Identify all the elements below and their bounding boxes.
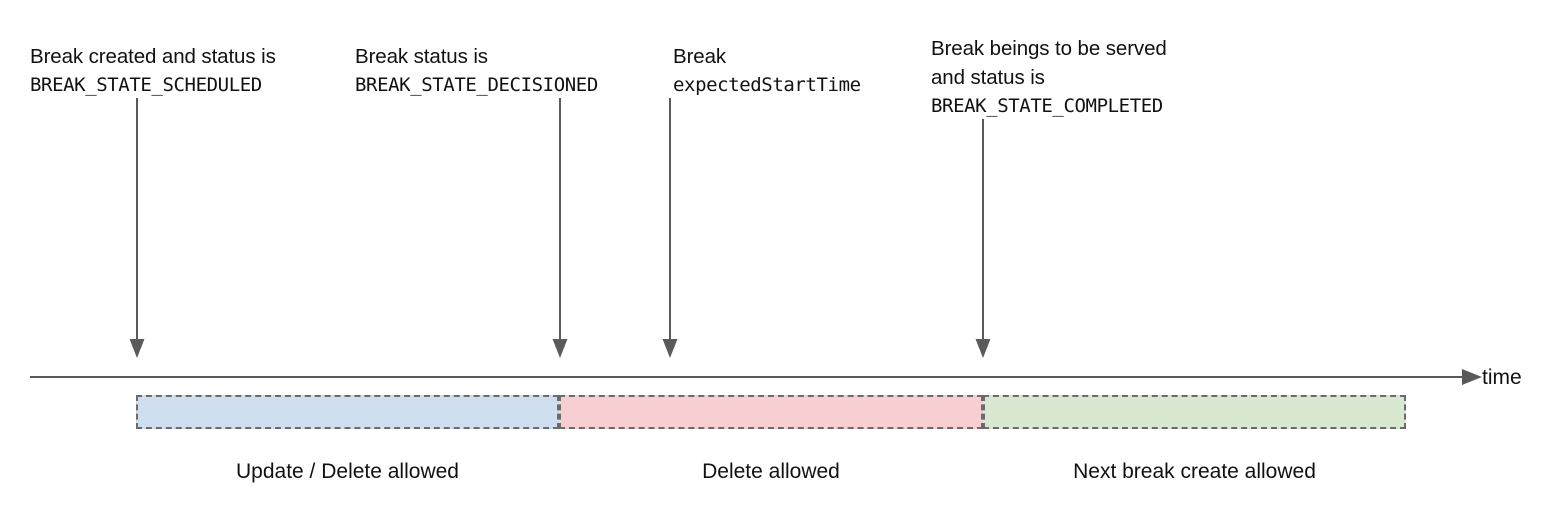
- annotation-line: BREAK_STATE_SCHEDULED: [30, 74, 262, 96]
- annotation-line: Break: [673, 45, 727, 68]
- phase-bar-update-delete: [136, 395, 559, 429]
- marker-completed-arrow-down-icon: [974, 119, 992, 358]
- time-axis-label: time: [1482, 366, 1522, 389]
- annotation-line: BREAK_STATE_DECISIONED: [355, 74, 598, 96]
- annotation-line: expectedStartTime: [673, 74, 861, 96]
- annotation-scheduled: Break created and status is BREAK_STATE_S…: [30, 42, 276, 100]
- annotation-line: Break created and status is: [30, 45, 276, 68]
- annotation-expected-start-time: Break expectedStartTime: [673, 42, 861, 100]
- phase-bar-delete-only: [559, 395, 983, 429]
- annotation-completed: Break beings to be served and status is BR…: [931, 34, 1167, 121]
- annotation-line: Break beings to be served: [931, 37, 1167, 60]
- marker-scheduled-arrow-down-icon: [128, 98, 146, 358]
- phase-caption-next-break-create: Next break create allowed: [1073, 460, 1316, 483]
- annotation-line: Break status is: [355, 45, 488, 68]
- time-axis: [30, 362, 1485, 392]
- marker-decisioned-arrow-down-icon: [551, 98, 569, 358]
- annotation-decisioned: Break status is BREAK_STATE_DECISIONED: [355, 42, 598, 100]
- annotation-line: BREAK_STATE_COMPLETED: [931, 95, 1163, 117]
- marker-expected-start-time-arrow-down-icon: [661, 98, 679, 358]
- phase-bar-next-break-create: [983, 395, 1406, 429]
- phase-caption-delete-only: Delete allowed: [702, 460, 840, 483]
- annotation-line: and status is: [931, 66, 1045, 89]
- phase-caption-update-delete: Update / Delete allowed: [236, 460, 459, 483]
